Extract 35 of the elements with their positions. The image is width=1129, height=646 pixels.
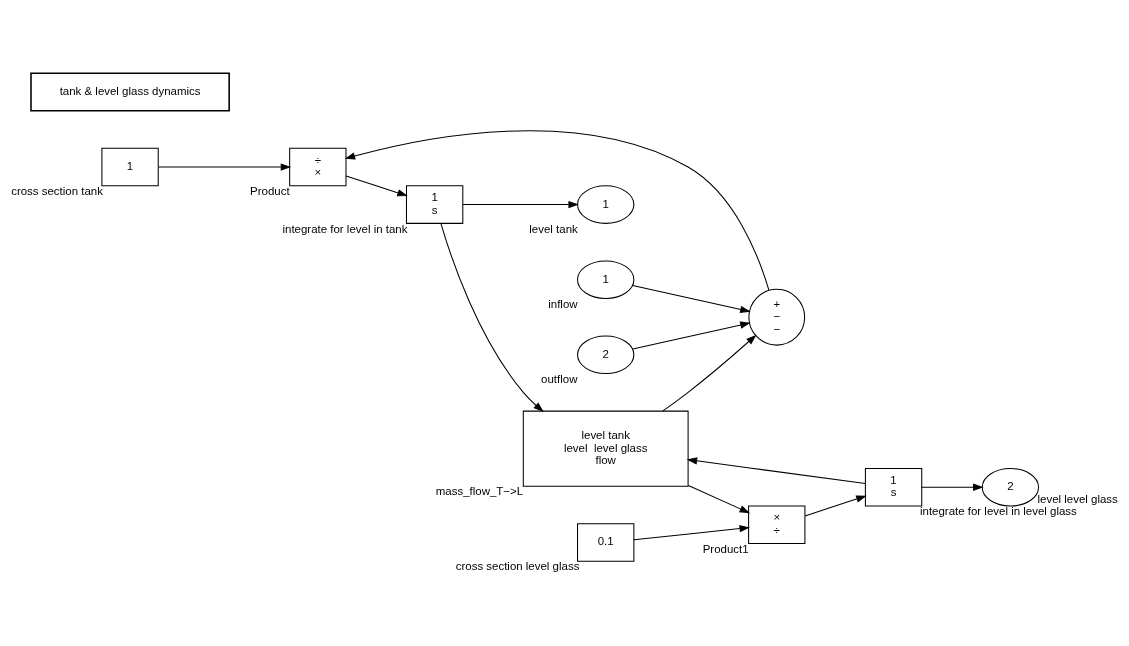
node-label: mass_flow_T−>L — [435, 484, 524, 497]
arrow — [440, 222, 544, 412]
node-ellipse: 2 — [577, 335, 635, 374]
node-box: 1 s — [864, 467, 923, 507]
arrow — [158, 162, 292, 171]
node-label: integrate for level in tank — [282, 222, 408, 235]
node-label: Product1 — [702, 542, 749, 555]
node-ellipse: 1 — [577, 259, 635, 299]
node-box: 1 s — [405, 184, 464, 224]
node-box: × ÷ — [748, 505, 806, 544]
arrow — [804, 495, 867, 516]
arrow — [687, 484, 750, 513]
node-box: level tank level level glass flow — [522, 410, 689, 487]
arrow — [633, 524, 750, 540]
arrow — [344, 129, 770, 291]
node-ellipse: 1 — [577, 184, 635, 224]
node-label: level level glass — [1037, 492, 1118, 505]
node-label: integrate for level in level glass — [919, 504, 1077, 517]
arrow — [345, 174, 408, 196]
arrow — [921, 483, 984, 491]
arrow — [662, 334, 757, 411]
node-label: inflow — [548, 297, 578, 310]
node-box: ÷ × — [289, 147, 347, 186]
node-label: Product — [250, 184, 290, 197]
arrow — [632, 284, 751, 313]
node-label: level tank — [529, 222, 578, 235]
node-box: tank & level glass dynamics — [30, 71, 230, 111]
node-label: cross section level glass — [455, 559, 580, 572]
arrow — [632, 321, 751, 349]
node-label: cross section tank — [11, 184, 103, 197]
node-box: 0.1 — [577, 522, 635, 562]
node-label: outflow — [541, 372, 578, 385]
node-box: 1 — [101, 147, 159, 186]
arrow — [686, 456, 866, 484]
arrow — [462, 200, 579, 208]
